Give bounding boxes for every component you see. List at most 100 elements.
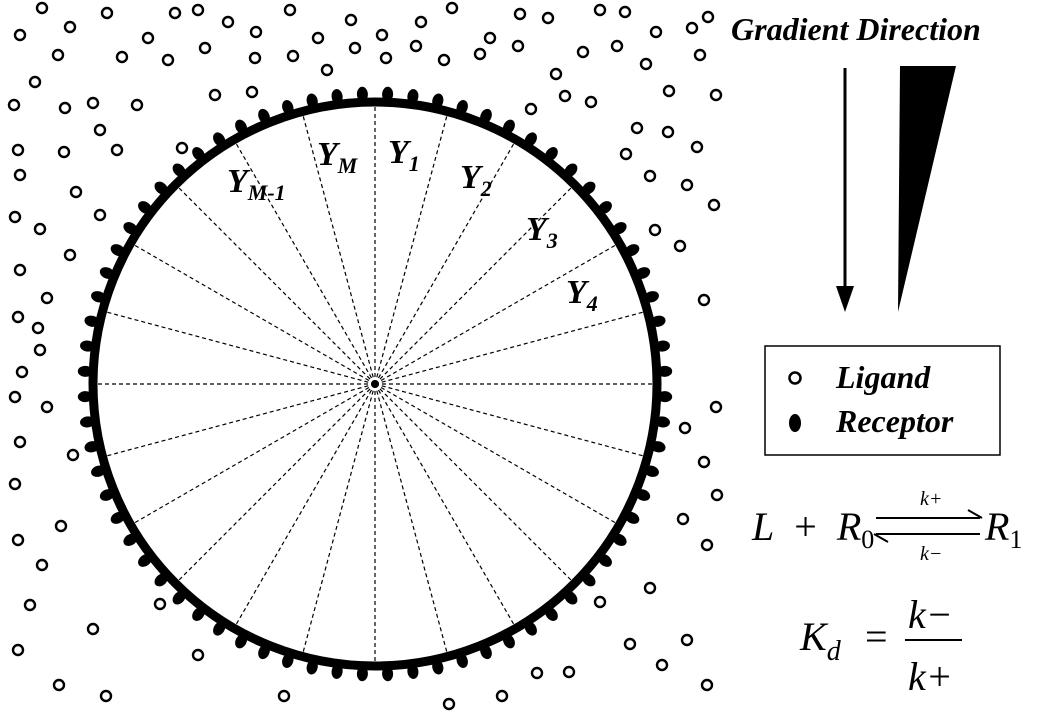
sector-line [374,310,648,385]
forward-rate-label: k+ [920,488,942,510]
gradient-wedge-icon [898,66,956,312]
ligand [661,125,675,139]
ligand [701,10,715,24]
ligand [130,98,144,112]
ligand [35,1,49,15]
ligand [409,39,423,53]
cell-membrane [88,97,662,671]
receptor [306,659,318,675]
ligand [115,50,129,64]
sector-label-ym-1: YM-1 [227,163,286,205]
ligand [153,597,167,611]
ligand [576,45,590,59]
sector-line [374,383,449,657]
ligand [593,595,607,609]
receptor [138,554,152,567]
ligand [8,390,22,404]
ligand [99,689,113,703]
receptor [612,533,627,546]
sector-label-y3: Y3 [526,211,558,253]
ligand [442,697,456,711]
ligand [208,88,222,102]
ligand [697,455,711,469]
receptor [625,511,640,524]
reactant-subscript: 0 [861,525,874,554]
ligand [618,5,632,19]
ligand [673,239,687,253]
ligand [7,98,21,112]
receptor [545,607,558,621]
receptor [598,201,612,214]
ligand [168,6,182,20]
ligand [93,208,107,222]
ligand [610,39,624,53]
receptor [91,291,106,303]
ligand [23,598,37,612]
receptor [657,391,673,403]
receptor [644,465,659,477]
ligand [693,48,707,62]
ligand [648,223,662,237]
receptor [123,222,138,235]
sector-line [175,383,376,584]
sector-line [233,139,376,385]
ligand [57,145,71,159]
ligand [31,321,45,335]
receptor [306,93,318,109]
receptor [564,163,578,177]
ligand [191,3,205,17]
ligand-symbol: L [751,504,774,549]
svg-text:Kd: Kd [799,614,842,667]
ligand [248,51,262,65]
ligand [66,448,80,462]
ligand [11,643,25,657]
receptor [456,100,468,115]
receptor [382,86,394,102]
ligand [709,400,723,414]
receptor [598,554,612,567]
receptor [80,416,95,428]
receptor [99,267,115,279]
ligand [286,49,300,63]
legend: Ligand Receptor [764,345,1001,456]
receptor [657,365,673,377]
down-arrow-icon [836,68,854,312]
receptor [258,108,270,124]
ligand [320,63,334,77]
receptor [635,267,651,279]
kd-subscript: d [827,636,842,667]
ligand [11,310,25,324]
sector-line [102,383,376,458]
ligand [86,622,100,636]
gradient-direction-title: Gradient Direction [731,11,981,47]
ligand [311,31,325,45]
receptor [123,533,138,546]
ligand [558,89,572,103]
kd-numerator: k− [908,592,953,637]
ligand [623,637,637,651]
receptor [524,621,537,636]
receptor [524,132,537,147]
receptor [650,441,666,453]
receptor [172,591,186,605]
receptor-ring [77,86,673,682]
receptor [235,119,248,134]
ligand [630,121,644,135]
ligand [541,11,555,25]
ligand-legend-icon [788,371,802,385]
sector-line [301,111,376,385]
receptor [407,89,419,104]
sector-line [102,310,376,385]
receptor [77,391,93,403]
receptor [213,132,226,147]
ligand [141,31,155,45]
legend-receptor-label: Receptor [835,403,954,439]
sector-line [374,383,648,458]
sector-label-y4: Y4 [566,274,598,316]
receptor [192,607,205,621]
sector-label-ym: YM [317,136,359,178]
legend-ligand-label: Ligand [835,359,931,395]
receptor [625,244,640,257]
ligand [348,41,362,55]
